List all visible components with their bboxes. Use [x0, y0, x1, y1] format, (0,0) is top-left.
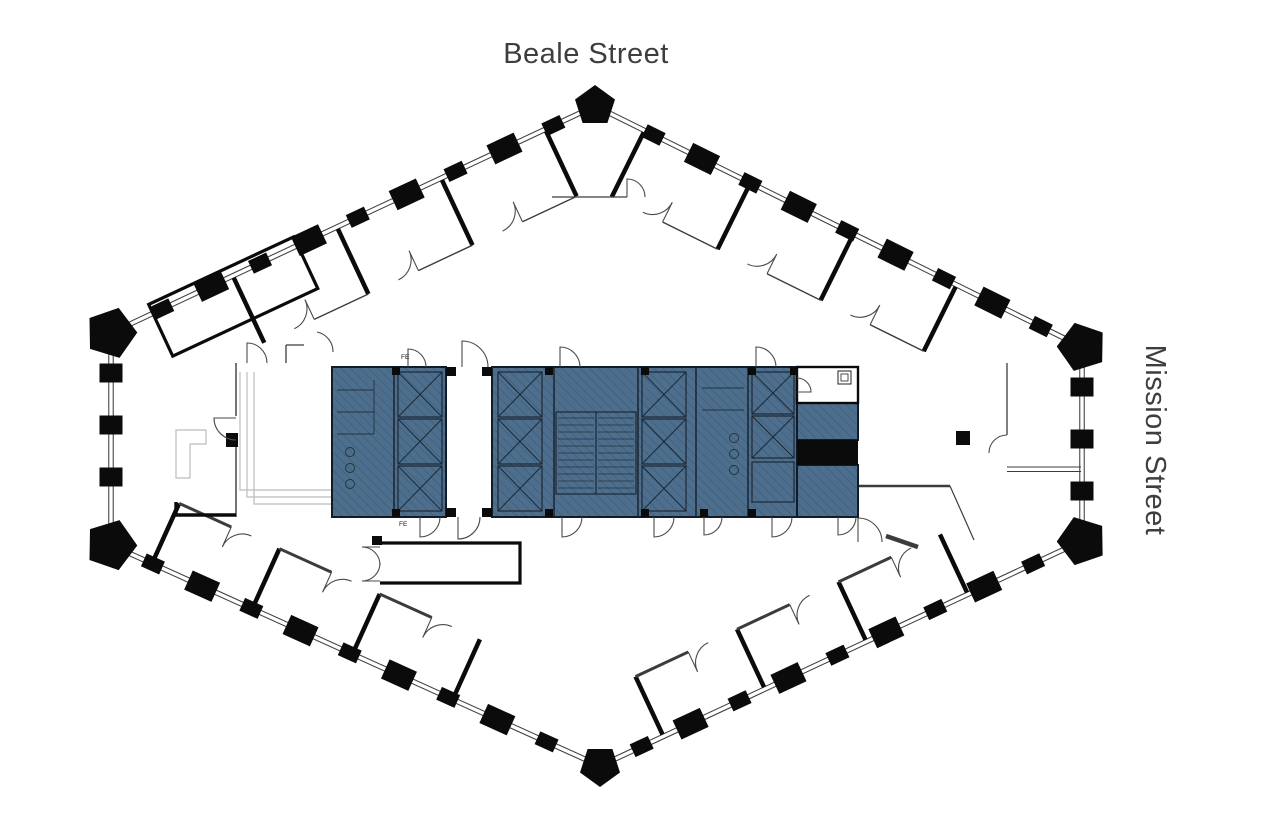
door-arcs	[213, 178, 1008, 582]
street-label-beale: Beale Street	[503, 38, 669, 70]
interior-partitions	[146, 196, 1081, 585]
fe-label-top: FE	[401, 354, 410, 361]
core-black-elements	[226, 367, 970, 545]
restroom-fixtures	[337, 367, 749, 517]
elevator-cars	[397, 371, 795, 512]
stairs	[555, 411, 637, 495]
millwork-lines	[175, 372, 332, 505]
perimeter-office-walls	[150, 130, 970, 736]
core-blocks	[331, 365, 860, 518]
fe-label-bottom: FE	[399, 521, 408, 528]
corner-columns	[89, 85, 1103, 787]
facade-columns	[99, 114, 1094, 758]
